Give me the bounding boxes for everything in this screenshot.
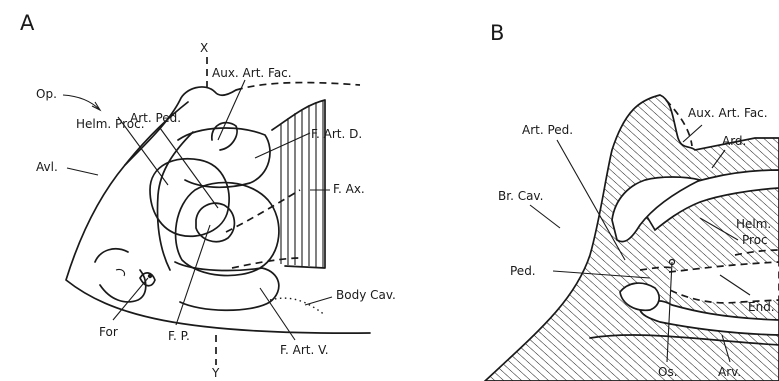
f-p-oval	[196, 203, 234, 241]
label-helm: Helm.	[736, 217, 771, 231]
for-leader-a	[113, 278, 148, 320]
aux-art-fac-leader-a	[218, 80, 245, 140]
chord-dashed	[226, 190, 300, 232]
label-helm-proc-a: Helm. Proc.	[76, 117, 145, 131]
label-op: Op.	[36, 87, 57, 101]
label-aux-art-fac-b: Aux. Art. Fac.	[688, 106, 768, 120]
helm-proc-curve	[95, 249, 128, 262]
helm-proc-body	[150, 159, 229, 237]
label-x: X	[200, 41, 208, 55]
label-f-p: F. P.	[168, 329, 190, 343]
label-f-ax: F. Ax.	[333, 182, 365, 196]
label-end: End.	[748, 300, 775, 314]
body-cav-leader-a	[305, 297, 332, 305]
panel-b: B Aux. Art. Fac. Art. Ped. Ard. Br. Cav.	[485, 21, 779, 381]
label-avl: Avl.	[36, 160, 58, 174]
label-ard: Ard.	[722, 134, 746, 148]
foramen-dot	[148, 274, 152, 278]
body-cav-dotted	[270, 298, 325, 315]
aux-art-fac-leader-b	[683, 125, 702, 142]
f-p-leader-a	[176, 225, 210, 325]
f-ax-hatched-area	[272, 100, 325, 268]
dorsal-dashed-contour	[236, 83, 360, 90]
f-art-v-facet	[175, 262, 279, 310]
panel-a-label: A	[20, 11, 35, 35]
foramen-small-hook	[116, 269, 125, 276]
label-os: Os.	[658, 365, 678, 379]
avl-leader-a	[67, 168, 98, 175]
label-f-art-v: F. Art. V.	[280, 343, 329, 357]
label-body-cav: Body Cav.	[336, 288, 396, 302]
label-aux-art-fac-a: Aux. Art. Fac.	[212, 66, 292, 80]
label-y: Y	[211, 366, 220, 380]
avl-inner-outline	[158, 132, 194, 270]
central-articular-boss	[176, 183, 279, 276]
label-ped: Ped.	[510, 264, 536, 278]
label-for: For	[99, 325, 118, 339]
panel-b-label: B	[490, 21, 504, 45]
panel-a: A	[20, 11, 396, 380]
label-art-ped-b: Art. Ped.	[522, 123, 573, 137]
label-f-art-d: F. Art. D.	[311, 127, 362, 141]
label-br-cav: Br. Cav.	[498, 189, 543, 203]
br-cav-leader-b	[530, 205, 560, 228]
label-proc: Proc	[742, 233, 768, 247]
label-arv: Arv.	[718, 365, 741, 379]
ventral-lobe	[100, 270, 146, 302]
